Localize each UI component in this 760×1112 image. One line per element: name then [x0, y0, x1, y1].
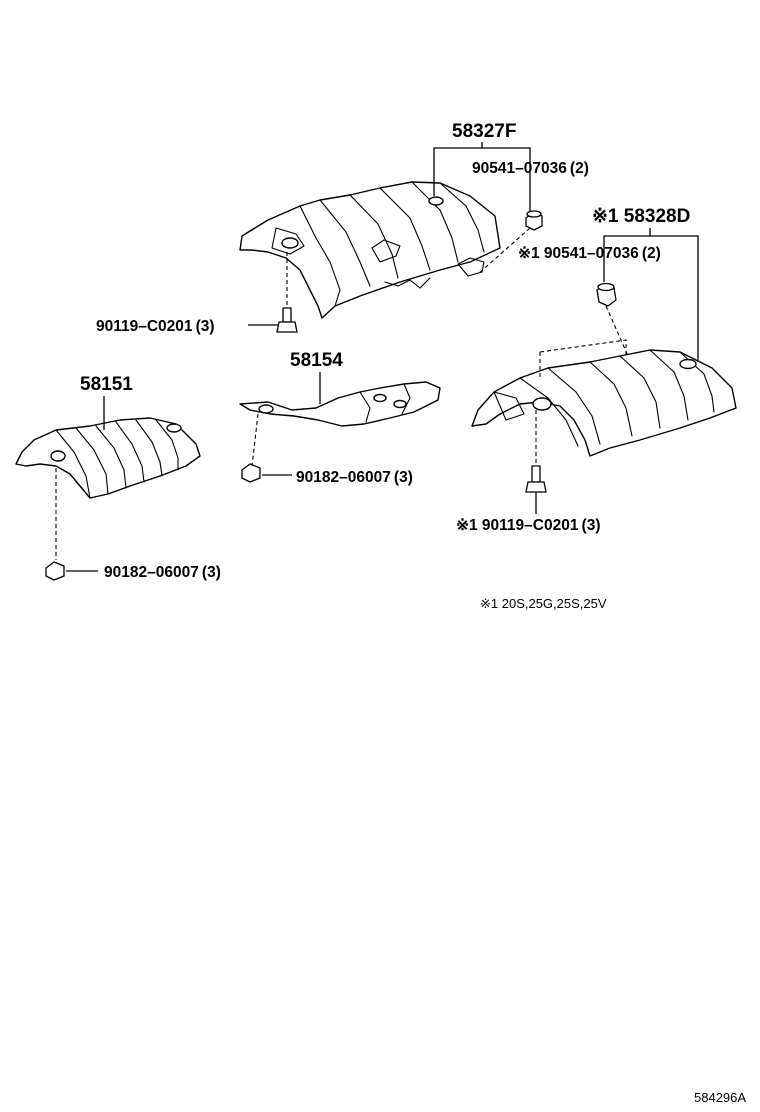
- nut-icon: [596, 282, 617, 307]
- applicability-note: ※1 20S,25G,25S,25V: [480, 596, 607, 611]
- label-90119-left: 90119–C0201 (3): [96, 318, 215, 335]
- label-90182-left: 90182–06007 (3): [104, 564, 221, 581]
- label-90182-mid: 90182–06007 (3): [296, 469, 413, 486]
- label-90541-top: 90541–07036 (2): [472, 160, 589, 177]
- label-90119-right: ※1 90119–C0201 (3): [456, 517, 601, 534]
- label-58327f: 58327F: [452, 121, 516, 142]
- label-58154: 58154: [290, 350, 343, 371]
- heat-insulator-58327f: [239, 181, 501, 319]
- nut-icon: [241, 463, 261, 483]
- heat-insulator-58328d: [471, 349, 737, 457]
- nut-icon: [525, 210, 543, 231]
- label-58328d: ※1 58328D: [592, 206, 690, 227]
- reference-code: 584296A: [694, 1090, 746, 1105]
- heat-insulator-58151: [15, 417, 201, 499]
- heat-insulator-58154: [239, 381, 441, 427]
- label-58151: 58151: [80, 374, 133, 395]
- bolt-icon: [276, 307, 298, 333]
- nut-icon: [45, 561, 65, 581]
- leader-lines: [55, 142, 699, 572]
- bolt-icon: [525, 465, 547, 493]
- label-90541-right: ※1 90541–07036 (2): [518, 245, 661, 262]
